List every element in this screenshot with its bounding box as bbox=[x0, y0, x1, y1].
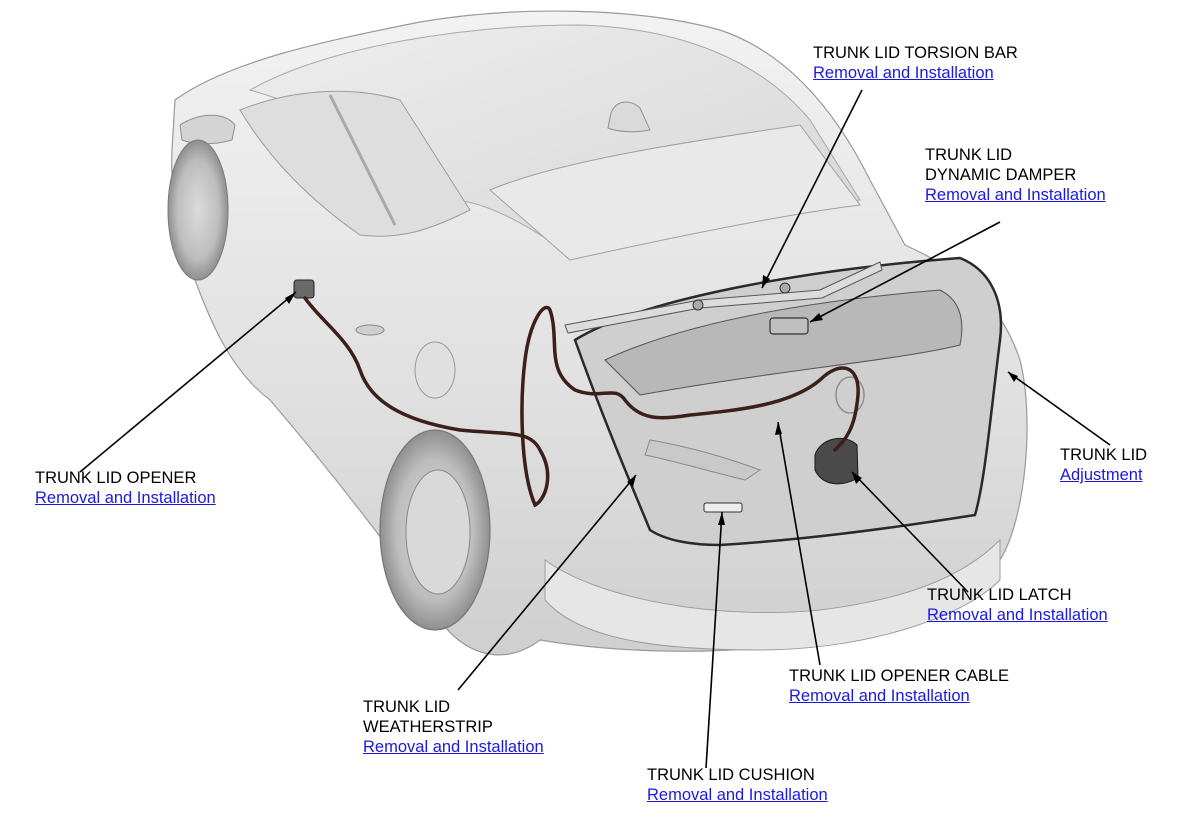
callout-latch: TRUNK LID LATCH Removal and Installation bbox=[927, 585, 1108, 625]
opener-cable bbox=[303, 296, 860, 508]
callout-cushion: TRUNK LID CUSHION Removal and Installati… bbox=[647, 765, 828, 805]
cushion-removal-link[interactable]: Removal and Installation bbox=[647, 786, 828, 804]
trunk-lid-adjustment-link[interactable]: Adjustment bbox=[1060, 466, 1143, 484]
side-windows bbox=[239, 90, 471, 237]
callout-opener: TRUNK LID OPENER Removal and Installatio… bbox=[35, 468, 216, 508]
torsion-bar-label: TRUNK LID TORSION BAR bbox=[813, 44, 1018, 62]
rear-window bbox=[489, 124, 861, 261]
opener-removal-link[interactable]: Removal and Installation bbox=[35, 489, 216, 507]
weatherstrip-label-line1: TRUNK LID bbox=[363, 698, 451, 716]
trunk-inner-panel bbox=[604, 289, 963, 396]
callout-trunk-lid: TRUNK LID Adjustment bbox=[1060, 445, 1147, 485]
callout-weatherstrip: TRUNK LID WEATHERSTRIP Removal and Insta… bbox=[363, 697, 544, 757]
dynamic-damper-label-line2: DYNAMIC DAMPER bbox=[925, 166, 1077, 184]
trunk-lid-label: TRUNK LID bbox=[1060, 446, 1148, 464]
callout-dynamic-damper: TRUNK LID DYNAMIC DAMPER Removal and Ins… bbox=[925, 145, 1106, 205]
weatherstrip-removal-link[interactable]: Removal and Installation bbox=[363, 738, 544, 756]
latch-label: TRUNK LID LATCH bbox=[927, 586, 1072, 604]
damper-shape bbox=[769, 317, 809, 335]
window-pillar bbox=[328, 94, 397, 226]
antenna bbox=[607, 101, 651, 133]
leader-lines bbox=[79, 89, 1111, 769]
opener-cable-removal-link[interactable]: Removal and Installation bbox=[789, 687, 970, 705]
dynamic-damper-label-line1: TRUNK LID bbox=[925, 146, 1013, 164]
torsion-bar-shape bbox=[564, 261, 883, 334]
callout-torsion-bar: TRUNK LID TORSION BAR Removal and Instal… bbox=[813, 43, 1018, 83]
opener-shape bbox=[293, 279, 315, 299]
torsion-bar-removal-link[interactable]: Removal and Installation bbox=[813, 64, 994, 82]
opener-cable-label: TRUNK LID OPENER CABLE bbox=[789, 667, 1010, 685]
dynamic-damper-removal-link[interactable]: Removal and Installation bbox=[925, 186, 1106, 204]
callout-opener-cable: TRUNK LID OPENER CABLE Removal and Insta… bbox=[789, 666, 1009, 706]
rear-bumper bbox=[544, 538, 1001, 651]
leader-arrowheads bbox=[285, 275, 1018, 525]
cushion-shape bbox=[703, 502, 743, 513]
emblem bbox=[835, 376, 865, 414]
front-wheel bbox=[167, 139, 229, 281]
latch-removal-link[interactable]: Removal and Installation bbox=[927, 606, 1108, 624]
weatherstrip-label-line2: WEATHERSTRIP bbox=[363, 718, 493, 736]
tail-light bbox=[644, 439, 762, 481]
cushion-label: TRUNK LID CUSHION bbox=[647, 766, 815, 784]
latch-shape bbox=[814, 437, 859, 485]
opener-label: TRUNK LID OPENER bbox=[35, 469, 197, 487]
